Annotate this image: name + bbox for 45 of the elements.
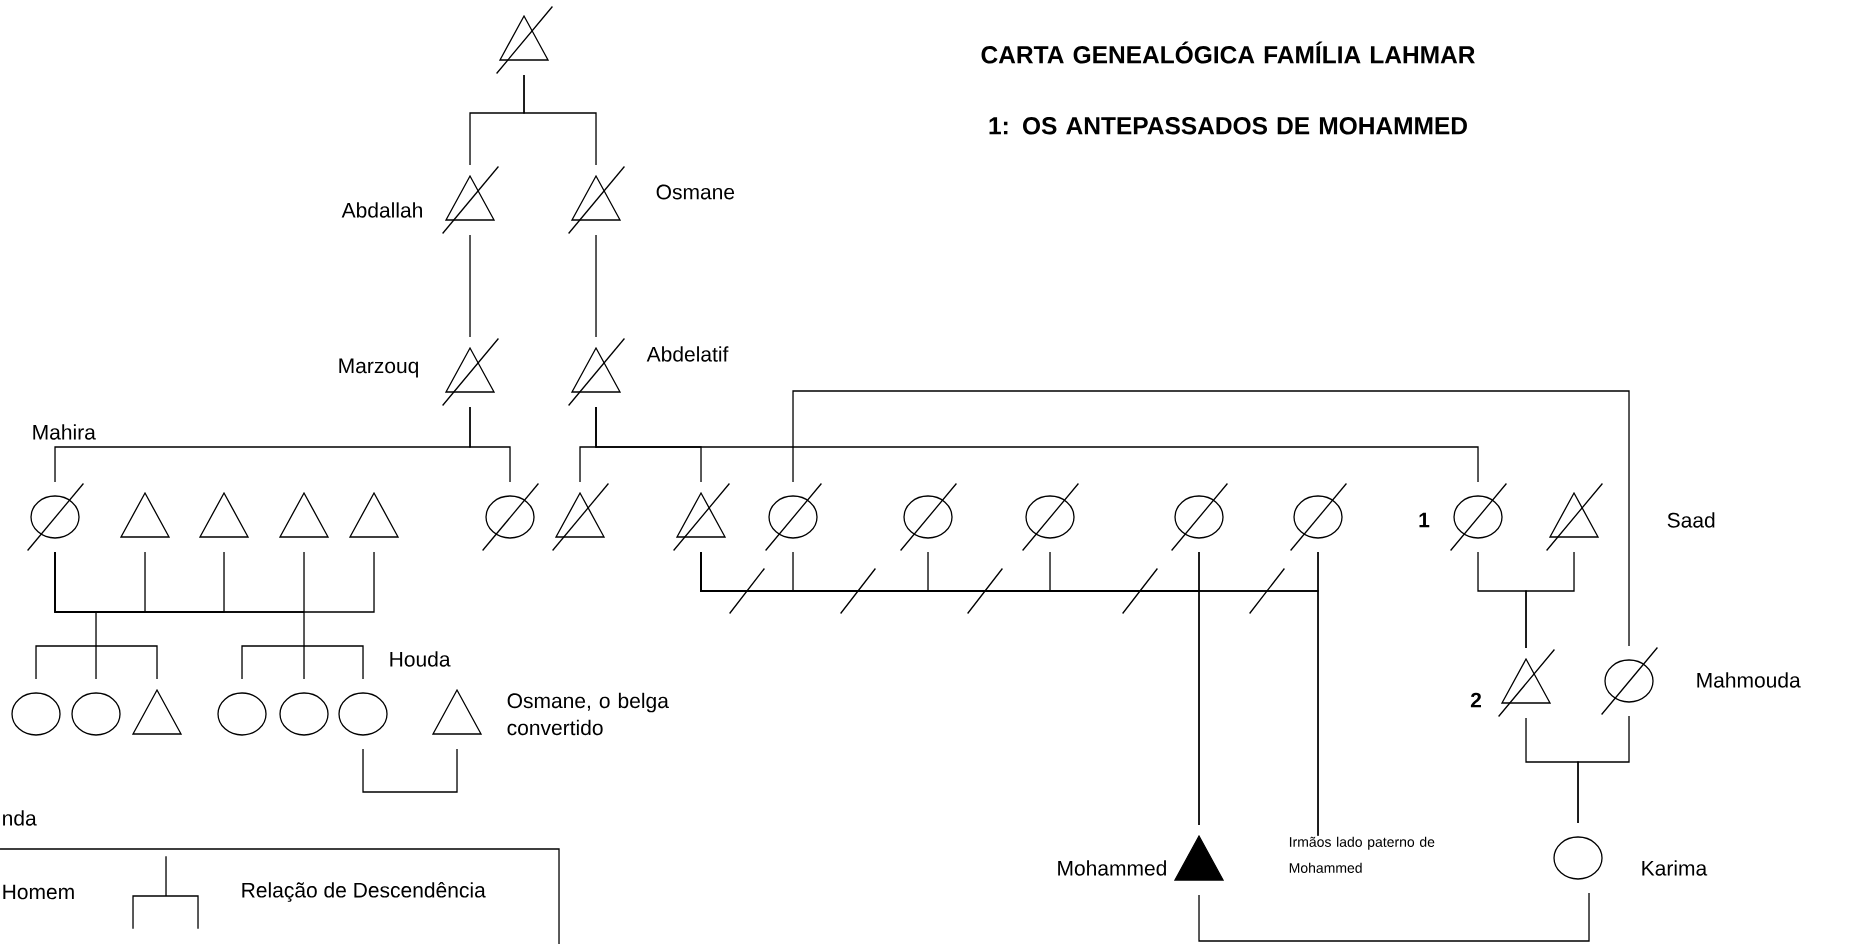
name-label: Mohammed	[1058, 860, 1166, 876]
name-label: Karima	[1642, 860, 1708, 876]
legend-heading: nda	[3, 810, 37, 826]
crossed-triangle-symbol	[673, 483, 730, 551]
pedigree-line	[595, 235, 597, 337]
pedigree-line	[523, 75, 597, 165]
circle-symbol	[11, 692, 61, 736]
crossed-circle-symbol	[1290, 483, 1347, 551]
pedigree-line	[792, 390, 1630, 646]
name-label: Houda	[390, 651, 451, 667]
name-label: Osmane, o belga convertido	[507, 692, 669, 736]
crossed-circle-symbol	[482, 483, 539, 551]
pedigree-line	[469, 407, 511, 482]
name-label: Mahmouda	[1697, 672, 1801, 688]
legend-label: Homem	[3, 884, 74, 900]
circle-symbol	[217, 692, 267, 736]
pedigree-line	[1317, 552, 1319, 836]
crossed-circle-symbol	[1171, 483, 1228, 551]
pedigree-line	[1198, 893, 1590, 942]
pedigree-line	[1577, 716, 1630, 823]
name-label: Abdelatif	[646, 346, 729, 362]
sibling-note: Irmãos lado paterno de Mohammed	[1289, 836, 1435, 873]
number-label: 1	[1419, 512, 1430, 528]
pedigree-line	[362, 749, 458, 793]
number-label: 2	[1470, 692, 1481, 708]
crossed-circle-symbol	[765, 483, 822, 551]
legend-label: Relação de Descendência	[242, 882, 486, 902]
name-label: Abdallah	[341, 202, 422, 218]
pedigree-line	[35, 552, 158, 679]
pedigree-line	[595, 407, 1479, 482]
pedigree-line	[1198, 552, 1200, 825]
crossed-circle-symbol	[900, 483, 957, 551]
pedigree-line	[54, 552, 375, 613]
crossed-triangle-symbol	[552, 483, 609, 551]
crossed-circle-symbol	[1022, 483, 1079, 551]
name-label: Saad	[1667, 512, 1715, 528]
name-label: Osmane	[656, 184, 735, 200]
circle-symbol	[279, 692, 329, 736]
pedigree-line	[469, 235, 471, 337]
crossed-triangle-symbol	[496, 6, 553, 74]
name-label: Marzouq	[339, 358, 418, 378]
pedigree-line	[1525, 552, 1575, 648]
chart-title: CARTA GENEALÓGICA FAMÍLIA LAHMAR 1: OS ANTEPASSADOS DE MOHAMMED	[981, 41, 1475, 135]
circle-symbol	[71, 692, 121, 736]
name-label: Mahira	[33, 424, 96, 440]
